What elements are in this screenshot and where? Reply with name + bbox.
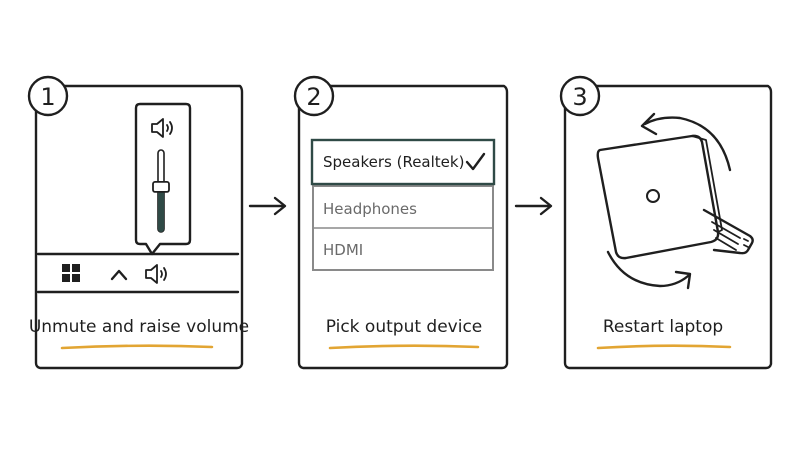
volume-thumb[interactable] bbox=[152, 180, 170, 193]
taskbar-speaker-icon[interactable] bbox=[145, 264, 167, 284]
laptop-logo bbox=[646, 189, 660, 203]
laptop-icon bbox=[596, 134, 754, 260]
step-1-badge bbox=[27, 75, 69, 117]
step-2-number: 2 bbox=[306, 83, 321, 111]
step-2-underline bbox=[328, 344, 480, 350]
restart-arrow-icon bbox=[606, 250, 692, 290]
step-3-number: 3 bbox=[572, 83, 587, 111]
step-2-badge bbox=[293, 75, 335, 117]
step-2-panel: 2 Speakers (Realtek) Headphones HDMI Pic… bbox=[293, 75, 509, 370]
device-option-hdmi[interactable]: HDMI bbox=[323, 241, 363, 259]
chevron-up-icon[interactable] bbox=[110, 269, 128, 281]
step-3-badge bbox=[559, 75, 601, 117]
step-1-number: 1 bbox=[40, 83, 55, 111]
device-list: Speakers (Realtek) Headphones HDMI bbox=[310, 138, 496, 271]
selected-device-label: Speakers (Realtek) bbox=[323, 153, 464, 171]
volume-popup bbox=[134, 102, 192, 256]
step-1-panel: 1 Unmute and raise volume bbox=[27, 75, 249, 370]
step-3-panel: 3 Restart laptop bbox=[559, 75, 773, 370]
windows-start-icon[interactable] bbox=[62, 264, 80, 282]
next-arrow-icon bbox=[248, 196, 287, 216]
volume-fill bbox=[158, 186, 164, 232]
step-1-underline bbox=[60, 344, 214, 350]
checkmark-icon bbox=[465, 152, 486, 171]
step-1-caption: Unmute and raise volume bbox=[29, 317, 249, 337]
device-option-selected[interactable]: Speakers (Realtek) bbox=[310, 138, 496, 186]
next-arrow-icon bbox=[514, 196, 553, 216]
selected-device-box bbox=[310, 138, 496, 186]
speaker-icon bbox=[151, 118, 173, 138]
device-option-headphones[interactable]: Headphones bbox=[323, 200, 417, 218]
step-3-caption: Restart laptop bbox=[603, 317, 723, 337]
step-3-underline bbox=[596, 344, 732, 350]
restart-arrow-icon bbox=[640, 112, 732, 172]
step-2-caption: Pick output device bbox=[326, 317, 483, 337]
volume-slider[interactable] bbox=[152, 149, 170, 233]
